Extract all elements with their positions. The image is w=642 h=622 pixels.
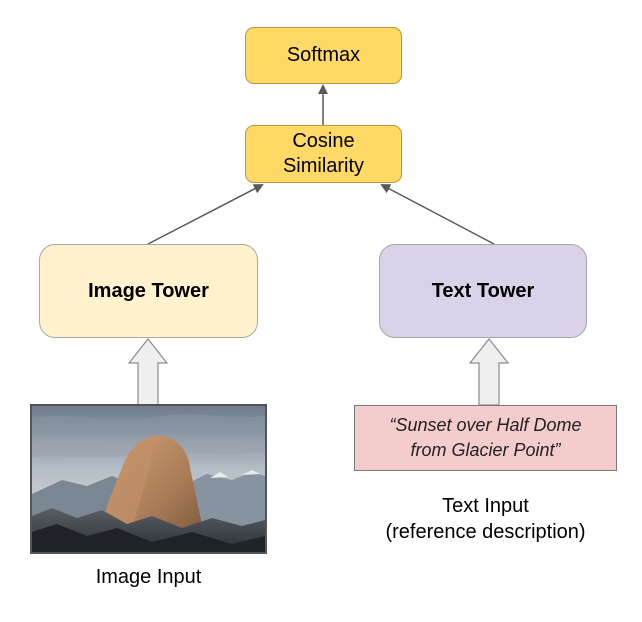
text-input-quote-line1: “Sunset over Half Dome <box>389 415 582 435</box>
text-tower-box: Text Tower <box>379 244 587 338</box>
softmax-label: Softmax <box>286 44 361 66</box>
image-tower-box: Image Tower <box>39 244 258 338</box>
image-input-caption: Image Input <box>95 566 202 588</box>
text-input-quote-line2: from Glacier Point” <box>410 440 561 460</box>
arrow-text-tower-to-cosine <box>380 184 495 245</box>
text-input-caption: Text Input (reference description) <box>354 493 617 545</box>
block-arrow-text-input <box>468 338 510 406</box>
cosine-similarity-box: Cosine Similarity <box>245 125 402 183</box>
text-input-caption-line2: (reference description) <box>385 521 586 543</box>
text-input-box: “Sunset over Half Dome from Glacier Poin… <box>354 405 617 471</box>
softmax-box: Softmax <box>245 27 402 84</box>
half-dome-landscape-illustration <box>32 406 265 552</box>
block-arrow-image-input <box>127 338 169 406</box>
image-tower-label: Image Tower <box>88 279 209 302</box>
cosine-label-line2: Similarity <box>282 155 365 177</box>
text-tower-label: Text Tower <box>431 279 535 302</box>
image-input-photo <box>30 404 267 554</box>
text-input-caption-line1: Text Input <box>442 495 529 517</box>
cosine-label-line1: Cosine <box>292 130 355 152</box>
arrow-image-tower-to-cosine <box>147 184 264 245</box>
